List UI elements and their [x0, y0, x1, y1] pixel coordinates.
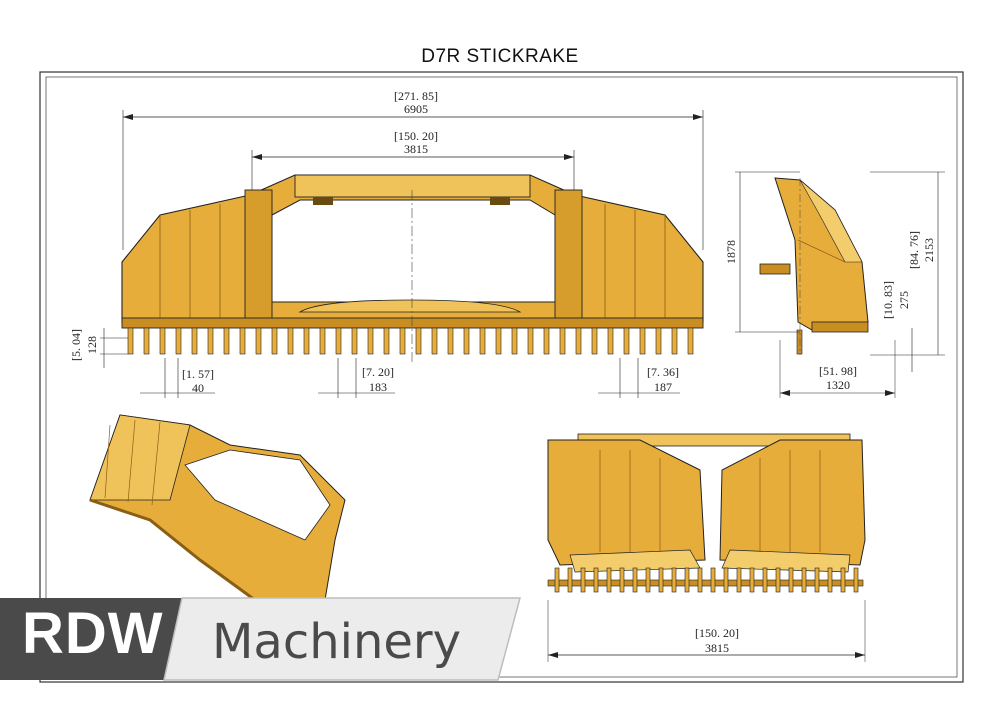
- rake-tooth: [367, 327, 374, 355]
- rake-tooth: [255, 327, 262, 355]
- rake-tooth: [399, 327, 406, 355]
- rake-tooth: [607, 327, 614, 355]
- rake-tooth: [143, 327, 150, 355]
- rake-tooth: [591, 327, 598, 355]
- side-height-mm: 1878: [724, 240, 738, 264]
- rake-tooth: [207, 327, 214, 355]
- rake-tooth: [271, 327, 278, 355]
- tooth-length-inch: [5. 04]: [69, 329, 83, 361]
- rake-tooth: [447, 327, 454, 355]
- rear-view: [150. 20] 3815: [547, 433, 866, 662]
- right-pitch-inch: [7. 36]: [647, 365, 679, 379]
- rake-tooth: [632, 567, 638, 593]
- rake-tooth: [723, 567, 729, 593]
- rake-tooth: [223, 327, 230, 355]
- rake-tooth: [580, 567, 586, 593]
- rake-tooth: [495, 327, 502, 355]
- rake-tooth: [788, 567, 794, 593]
- rake-tooth: [431, 327, 438, 355]
- rake-tooth: [645, 567, 651, 593]
- rake-teeth: [127, 327, 859, 593]
- inner-border: [45, 76, 958, 678]
- side-depth-mm: 1320: [826, 378, 850, 392]
- frame-width-mm: 3815: [404, 142, 428, 156]
- rake-tooth: [801, 567, 807, 593]
- tooth-length-mm: 128: [85, 336, 99, 354]
- center-pitch-mm: 183: [369, 380, 387, 394]
- rake-tooth: [853, 567, 859, 593]
- side-view: 1878 [84. 76] 2153 [10. 83] 275 [51. 98]…: [724, 171, 945, 398]
- tooth-width-inch: [1. 57]: [182, 367, 214, 381]
- overall-width-inch: [271. 85]: [394, 89, 438, 103]
- rake-tooth: [623, 327, 630, 355]
- center-pitch-inch: [7. 20]: [362, 365, 394, 379]
- rake-tooth: [559, 327, 566, 355]
- brand-subtitle: Machinery: [212, 614, 462, 670]
- outer-border: [39, 71, 964, 683]
- rake-tooth: [736, 567, 742, 593]
- rake-tooth: [127, 327, 134, 355]
- rake-tooth: [527, 327, 534, 355]
- frame-width-inch: [150. 20]: [394, 129, 438, 143]
- rake-tooth: [658, 567, 664, 593]
- rake-tooth: [697, 567, 703, 593]
- rake-tooth: [671, 567, 677, 593]
- rake-tooth: [287, 327, 294, 355]
- rake-tooth: [671, 327, 678, 355]
- rake-tooth: [749, 567, 755, 593]
- rake-tooth: [655, 327, 662, 355]
- rake-tooth: [303, 327, 310, 355]
- brand-logo-text: RDW: [22, 601, 164, 666]
- right-pitch-mm: 187: [654, 380, 672, 394]
- rear-width-mm: 3815: [705, 641, 729, 655]
- side-total-mm: 2153: [922, 238, 936, 262]
- rake-tooth: [775, 567, 781, 593]
- rake-tooth: [415, 327, 422, 355]
- rake-tooth: [479, 327, 486, 355]
- side-total-inch: [84. 76]: [907, 231, 921, 269]
- rake-tooth: [159, 327, 166, 355]
- rake-tooth: [684, 567, 690, 593]
- rake-tooth: [511, 327, 518, 355]
- rear-width-inch: [150. 20]: [695, 626, 739, 640]
- rake-tooth: [191, 327, 198, 355]
- rake-tooth: [619, 567, 625, 593]
- rake-tooth: [319, 327, 326, 355]
- rake-tooth: [840, 567, 846, 593]
- rake-tooth: [827, 567, 833, 593]
- rake-tooth: [606, 567, 612, 593]
- overall-width-mm: 6905: [404, 102, 428, 116]
- side-low-mm: 275: [897, 291, 911, 309]
- rake-tooth: [575, 327, 582, 355]
- tooth-width-mm: 40: [192, 381, 204, 395]
- rake-tooth: [687, 327, 694, 355]
- rake-tooth: [710, 567, 716, 593]
- rake-tooth: [543, 327, 550, 355]
- side-depth-inch: [51. 98]: [819, 364, 857, 378]
- rake-tooth: [567, 567, 573, 593]
- rake-tooth: [814, 567, 820, 593]
- isometric-view: [89, 414, 346, 642]
- side-low-inch: [10. 83]: [881, 281, 895, 319]
- rake-tooth: [239, 327, 246, 355]
- rake-tooth: [335, 327, 342, 355]
- front-view: [271. 85] 6905 [150. 20] 3815: [69, 89, 704, 398]
- rake-tooth: [762, 567, 768, 593]
- rake-tooth: [175, 327, 182, 355]
- rake-tooth: [593, 567, 599, 593]
- rake-tooth: [463, 327, 470, 355]
- logo: [0, 597, 521, 681]
- rake-tooth: [383, 327, 390, 355]
- rake-tooth: [351, 327, 358, 355]
- rake-tooth: [554, 567, 560, 593]
- rake-tooth: [639, 327, 646, 355]
- drawing-title: D7R STICKRAKE: [421, 46, 579, 67]
